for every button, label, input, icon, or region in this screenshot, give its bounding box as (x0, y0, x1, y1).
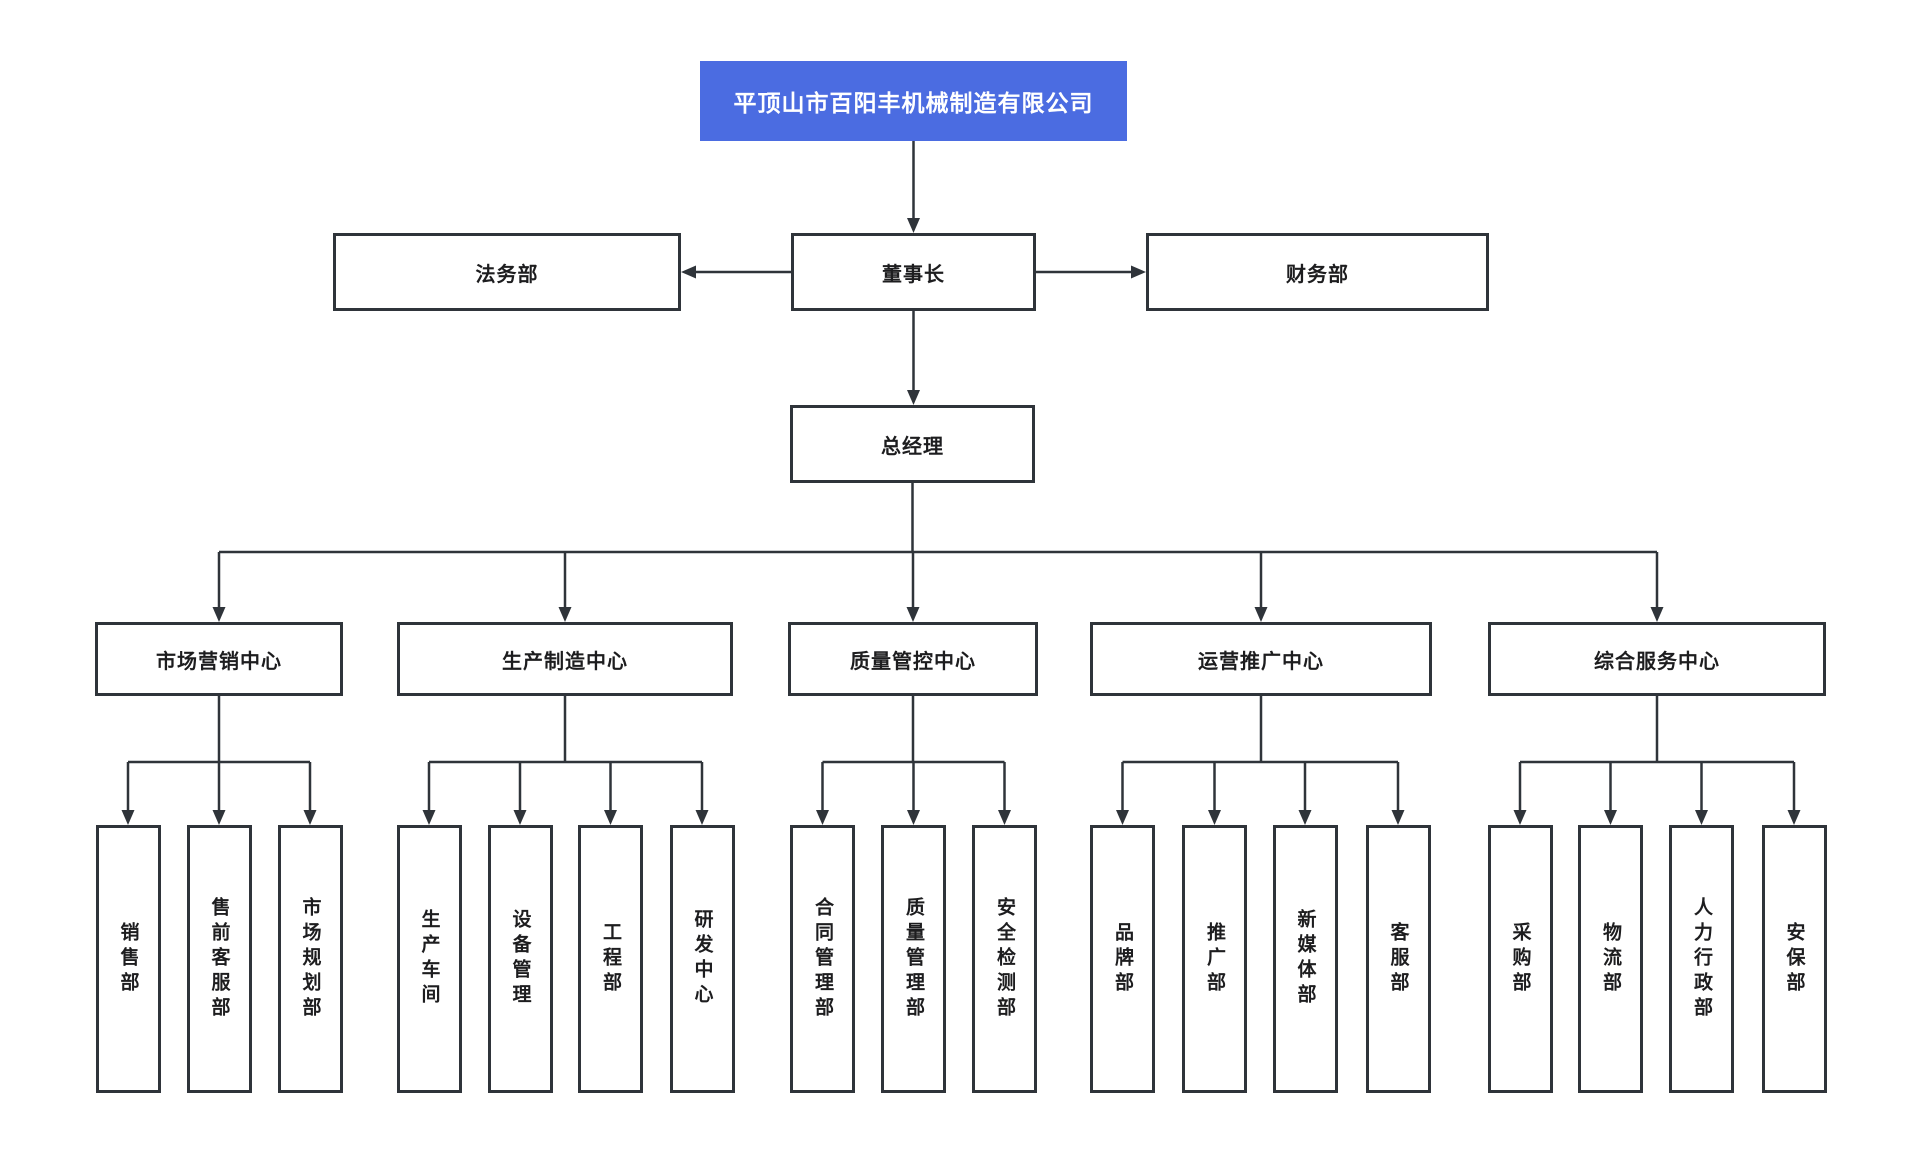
department-label: 质量管理部 (903, 896, 924, 1022)
department-label: 品牌部 (1112, 921, 1133, 997)
department-label: 物流部 (1600, 921, 1621, 997)
department-label: 生产车间 (418, 909, 440, 1009)
company-label: 平顶山市百阳丰机械制造有限公司 (733, 90, 1094, 116)
org-node-department[interactable]: 安全检测部 (972, 825, 1037, 1093)
center-label: 质量管控中心 (850, 650, 976, 673)
department-label: 安保部 (1783, 921, 1805, 997)
org-node-finance[interactable]: 财务部 (1146, 233, 1489, 311)
department-label: 售前客服部 (208, 896, 230, 1022)
center-label: 运营推广中心 (1198, 650, 1324, 673)
center-label: 生产制造中心 (502, 650, 628, 673)
org-node-department[interactable]: 推广部 (1182, 825, 1247, 1093)
org-node-general-manager[interactable]: 总经理 (790, 405, 1035, 483)
org-node-chairman[interactable]: 董事长 (791, 233, 1036, 311)
department-label: 研发中心 (691, 909, 713, 1009)
department-label: 新媒体部 (1294, 909, 1316, 1009)
org-node-department[interactable]: 市场规划部 (277, 825, 343, 1093)
org-node-company[interactable]: 平顶山市百阳丰机械制造有限公司 (700, 61, 1127, 141)
general-manager-label: 总经理 (881, 435, 944, 458)
org-node-department[interactable]: 售前客服部 (186, 825, 252, 1093)
department-label: 工程部 (600, 921, 621, 997)
org-node-center-operations[interactable]: 运营推广中心 (1090, 622, 1432, 696)
org-node-legal[interactable]: 法务部 (333, 233, 681, 311)
org-node-department[interactable]: 物流部 (1578, 825, 1643, 1093)
org-node-department[interactable]: 品牌部 (1090, 825, 1155, 1093)
department-label: 推广部 (1204, 921, 1225, 997)
department-label: 客服部 (1387, 921, 1409, 997)
org-node-center-services[interactable]: 综合服务中心 (1488, 622, 1826, 696)
chairman-label: 董事长 (882, 263, 945, 286)
org-node-department[interactable]: 生产车间 (396, 825, 462, 1093)
org-node-center-quality[interactable]: 质量管控中心 (788, 622, 1038, 696)
org-node-department[interactable]: 研发中心 (669, 825, 735, 1093)
org-node-department[interactable]: 工程部 (578, 825, 643, 1093)
org-node-department[interactable]: 新媒体部 (1272, 825, 1338, 1093)
department-label: 合同管理部 (812, 896, 833, 1022)
org-node-department[interactable]: 采购部 (1487, 825, 1553, 1093)
department-label: 安全检测部 (994, 896, 1015, 1022)
department-label: 市场规划部 (299, 896, 321, 1022)
center-label: 综合服务中心 (1594, 650, 1720, 673)
department-label: 设备管理 (509, 909, 531, 1009)
org-node-department[interactable]: 合同管理部 (790, 825, 855, 1093)
department-label: 人力行政部 (1691, 896, 1712, 1022)
department-label: 销售部 (117, 921, 139, 997)
org-node-department[interactable]: 客服部 (1365, 825, 1431, 1093)
org-node-department[interactable]: 质量管理部 (881, 825, 946, 1093)
org-node-department[interactable]: 安保部 (1761, 825, 1827, 1093)
org-node-department[interactable]: 销售部 (95, 825, 161, 1093)
org-node-center-production[interactable]: 生产制造中心 (397, 622, 733, 696)
department-label: 采购部 (1509, 921, 1531, 997)
org-node-department[interactable]: 人力行政部 (1669, 825, 1734, 1093)
finance-label: 财务部 (1286, 263, 1349, 286)
org-node-center-marketing[interactable]: 市场营销中心 (95, 622, 343, 696)
legal-label: 法务部 (475, 263, 539, 286)
center-label: 市场营销中心 (156, 650, 282, 673)
org-node-department[interactable]: 设备管理 (487, 825, 553, 1093)
